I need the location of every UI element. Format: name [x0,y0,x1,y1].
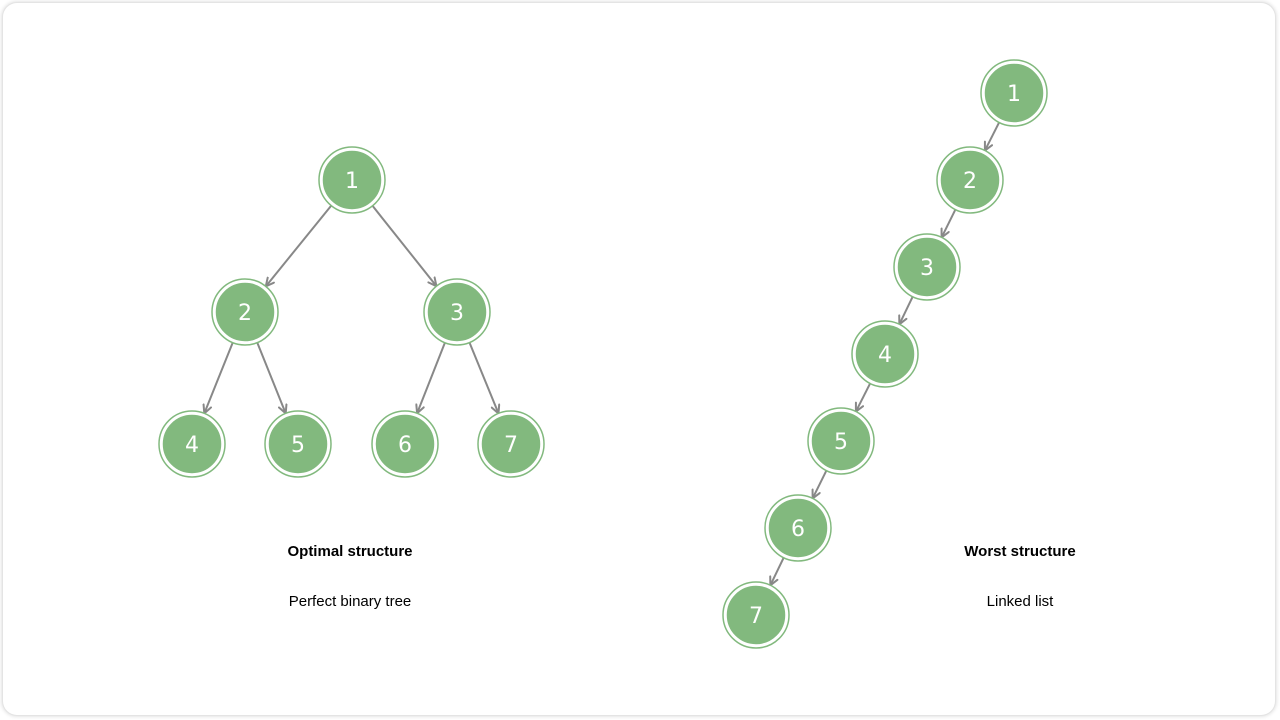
optimal-edge-1-3 [371,204,438,288]
worst-edge-4-5 [854,382,872,413]
optimal-edge-2-4 [202,341,235,415]
optimal-node-1: 1 [318,146,386,214]
worst-edge-5-6 [811,469,828,500]
worst-node-label-7: 7 [749,604,763,629]
worst-node-2: 2 [936,146,1004,214]
worst-edge-1-2 [983,121,1001,152]
optimal-node-6: 6 [371,410,439,478]
worst-node-7: 7 [722,581,790,649]
worst-node-5: 5 [807,407,875,475]
optimal-node-label-4: 4 [185,433,199,458]
optimal-edge-3-7 [468,341,501,415]
optimal-tree-nodes: 1 2 3 4 5 6 7 [158,146,545,478]
optimal-node-2: 2 [211,278,279,346]
linked-list-nodes: 1 2 3 4 5 6 7 [722,59,1048,649]
optimal-node-label-7: 7 [504,433,518,458]
optimal-node-label-5: 5 [291,433,305,458]
worst-node-label-3: 3 [920,256,934,281]
optimal-node-label-6: 6 [398,433,412,458]
worst-subtitle: Linked list [987,593,1055,610]
optimal-node-3: 3 [423,278,491,346]
optimal-edge-1-2 [264,204,333,288]
worst-node-3: 3 [893,233,961,301]
optimal-node-label-2: 2 [238,301,252,326]
optimal-node-label-3: 3 [450,301,464,326]
optimal-title: Optimal structure [287,543,412,560]
worst-edge-2-3 [940,208,957,239]
worst-edge-3-4 [898,295,914,326]
optimal-subtitle: Perfect binary tree [289,593,412,610]
worst-edge-6-7 [769,556,785,587]
linked-list-edges [769,121,1001,587]
worst-node-4: 4 [851,320,919,388]
worst-node-1: 1 [980,59,1048,127]
worst-node-label-4: 4 [878,343,892,368]
worst-node-label-2: 2 [963,169,977,194]
optimal-tree-edges [202,204,501,415]
optimal-node-5: 5 [264,410,332,478]
optimal-node-4: 4 [158,410,226,478]
worst-node-label-1: 1 [1007,82,1021,107]
worst-title: Worst structure [964,543,1075,560]
optimal-node-7: 7 [477,410,545,478]
worst-node-label-6: 6 [791,517,805,542]
optimal-edge-2-5 [255,341,288,415]
optimal-node-label-1: 1 [345,169,359,194]
canvas-frame [3,3,1275,715]
worst-node-6: 6 [764,494,832,562]
worst-node-label-5: 5 [834,430,848,455]
optimal-edge-3-6 [415,341,447,415]
